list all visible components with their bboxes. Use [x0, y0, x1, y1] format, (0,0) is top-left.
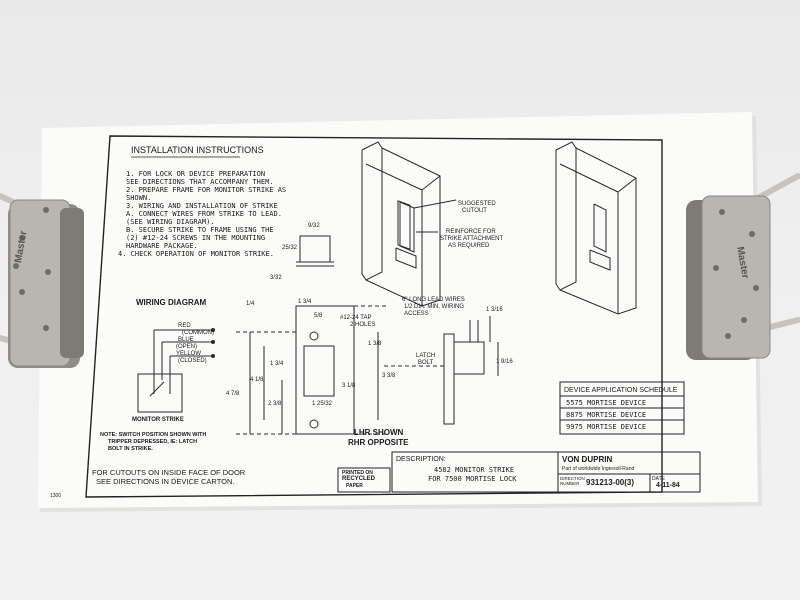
strike-profile	[296, 235, 334, 267]
step-line: B. SECURE STRIKE TO FRAME USING THE	[126, 226, 274, 234]
dim-label: 9/32	[308, 223, 320, 229]
dim-label: 3/32	[270, 275, 282, 281]
reinforce-note: REINFORCE FOR	[446, 229, 496, 235]
suggested-cutout-note: SUGGESTED	[458, 201, 496, 207]
schedule-row: 5575 MORTISE DEVICE	[566, 399, 647, 407]
wiring-diagram-drawing	[137, 328, 215, 413]
frame-drawing	[361, 141, 457, 307]
schedule-row: 8875 MORTISE DEVICE	[566, 411, 647, 419]
frame-drawing-right	[555, 141, 637, 315]
step-line: (SEE WIRING DIAGRAM).	[126, 218, 215, 226]
dim-label: 3 1/8	[342, 383, 356, 389]
rhr-opposite-label: RHR OPPOSITE	[348, 438, 409, 447]
wire-closed-label: (CLOSED)	[178, 358, 207, 364]
wire-open-label: (OPEN)	[176, 344, 197, 350]
dim-label: 25/32	[282, 245, 298, 251]
step-line: (2) #12-24 SCREWS IN THE MOUNTING	[126, 234, 266, 242]
title-block-lines	[337, 451, 701, 493]
wiring-note-1: NOTE: SWITCH POSITION SHOWN WITH	[100, 432, 207, 438]
direction-number: 931213-00(3)	[586, 478, 635, 487]
rivets	[713, 209, 759, 339]
dim-label: 1 3/4	[298, 299, 312, 305]
cutouts-note-2: SEE DIRECTIONS IN DEVICE CARTON.	[96, 477, 235, 486]
lead-wires-note: 6" LONG LEAD WIRES	[402, 297, 465, 303]
instructions-title: INSTALLATION INSTRUCTIONS	[131, 145, 264, 155]
lead-wires-note-2: 1/2 DIA. MIN. WIRING	[404, 304, 465, 310]
schedule-title: DEVICE APPLICATION SCHEDULE	[564, 387, 678, 394]
direction-label-2: NUMBER	[560, 481, 580, 486]
dim-label: 1 3/4	[270, 361, 284, 367]
side-view-drawing	[384, 316, 499, 425]
date-label: DATE	[652, 476, 665, 482]
recycled-stamp: PRINTED ON	[342, 470, 373, 476]
dim-label: 1 3/16	[486, 307, 503, 313]
wiring-note-3: BOLT IN STRIKE.	[108, 446, 153, 452]
description-line: FOR 7500 MORTISE LOCK	[428, 475, 517, 483]
wire-yellow-label: YELLOW	[176, 351, 202, 357]
schedule-table-lines	[559, 381, 685, 435]
recycled-stamp-2: RECYCLED	[342, 476, 376, 482]
margin-code: 1300	[50, 493, 62, 499]
wire-blue-label: BLUE	[178, 337, 194, 343]
step-line: SEE DIRECTIONS THAT ACCOMPANY THEM.	[126, 178, 274, 186]
dim-label: 1 9/16	[496, 359, 513, 365]
suggested-cutout-note-2: CUTOUT	[462, 208, 487, 214]
dim-label: 3 3/8	[382, 373, 396, 379]
reinforce-note-2: STRIKE ATTACHMENT	[440, 236, 504, 242]
dim-label: 5/8	[314, 313, 323, 319]
step-line: A. CONNECT WIRES FROM STRIKE TO LEAD.	[126, 210, 282, 218]
step-line: 4. CHECK OPERATION OF MONITOR STRIKE.	[118, 250, 274, 258]
step-line: HARDWARE PACKAGE.	[126, 242, 198, 250]
date-value: 4-11-84	[656, 482, 680, 489]
recycled-stamp-3: PAPER	[346, 483, 363, 489]
dim-label: 4 7/8	[226, 391, 240, 397]
tap-note-2: 2 HOLES	[350, 322, 376, 328]
wiring-diagram-title: WIRING DIAGRAM	[136, 298, 207, 307]
latch-bolt-label: LATCH	[416, 353, 436, 359]
brand-logo: VON DUPRIN	[562, 455, 613, 464]
wire-common-label: (COMMON)	[182, 330, 214, 336]
description-line: 4582 MONITOR STRIKE	[434, 466, 515, 474]
tap-note: #12-24 TAP	[340, 315, 372, 321]
rivets	[13, 207, 51, 331]
step-line: 2. PREPARE FRAME FOR MONITOR STRIKE AS	[126, 186, 287, 194]
lead-wires-note-3: ACCESS	[404, 311, 429, 317]
latch-bolt-label-2: BOLT	[418, 360, 434, 366]
schedule-row: 9975 MORTISE DEVICE	[566, 423, 647, 431]
dim-label: 1 3/8	[368, 341, 382, 347]
brand-subtitle: Part of worldwide Ingersoll-Rand	[562, 466, 635, 472]
wire-red-label: RED	[178, 323, 191, 329]
right-padlock	[686, 173, 800, 360]
description-label: DESCRIPTION:	[396, 456, 446, 463]
step-line: 3. WIRING AND INSTALLATION OF STRIKE	[126, 202, 278, 210]
lhr-shown-label: LHR SHOWN	[354, 428, 404, 437]
direction-label: DIRECTION	[560, 476, 585, 481]
dim-label: 1/4	[246, 301, 255, 307]
cutouts-note: FOR CUTOUTS ON INSIDE FACE OF DOOR	[92, 468, 246, 477]
dim-label: 1 25/32	[312, 401, 333, 407]
reinforce-note-3: AS REQUIRED	[448, 243, 490, 249]
step-line: 1. FOR LOCK OR DEVICE PREPARATION	[126, 170, 266, 178]
dim-label: 2 3/8	[268, 401, 282, 407]
left-padlock	[0, 193, 84, 368]
monitor-strike-label: MONITOR STRIKE	[132, 417, 184, 423]
paper-sheet	[38, 112, 758, 508]
dim-label: 4 1/8	[250, 377, 264, 383]
strike-plate-drawing	[236, 305, 386, 435]
padlock-layers	[60, 208, 84, 358]
padlock-body	[701, 195, 771, 359]
wiring-note-2: TRIPPER DEPRESSED, IE: LATCH	[108, 439, 198, 445]
step-line: SHOWN.	[126, 194, 152, 202]
